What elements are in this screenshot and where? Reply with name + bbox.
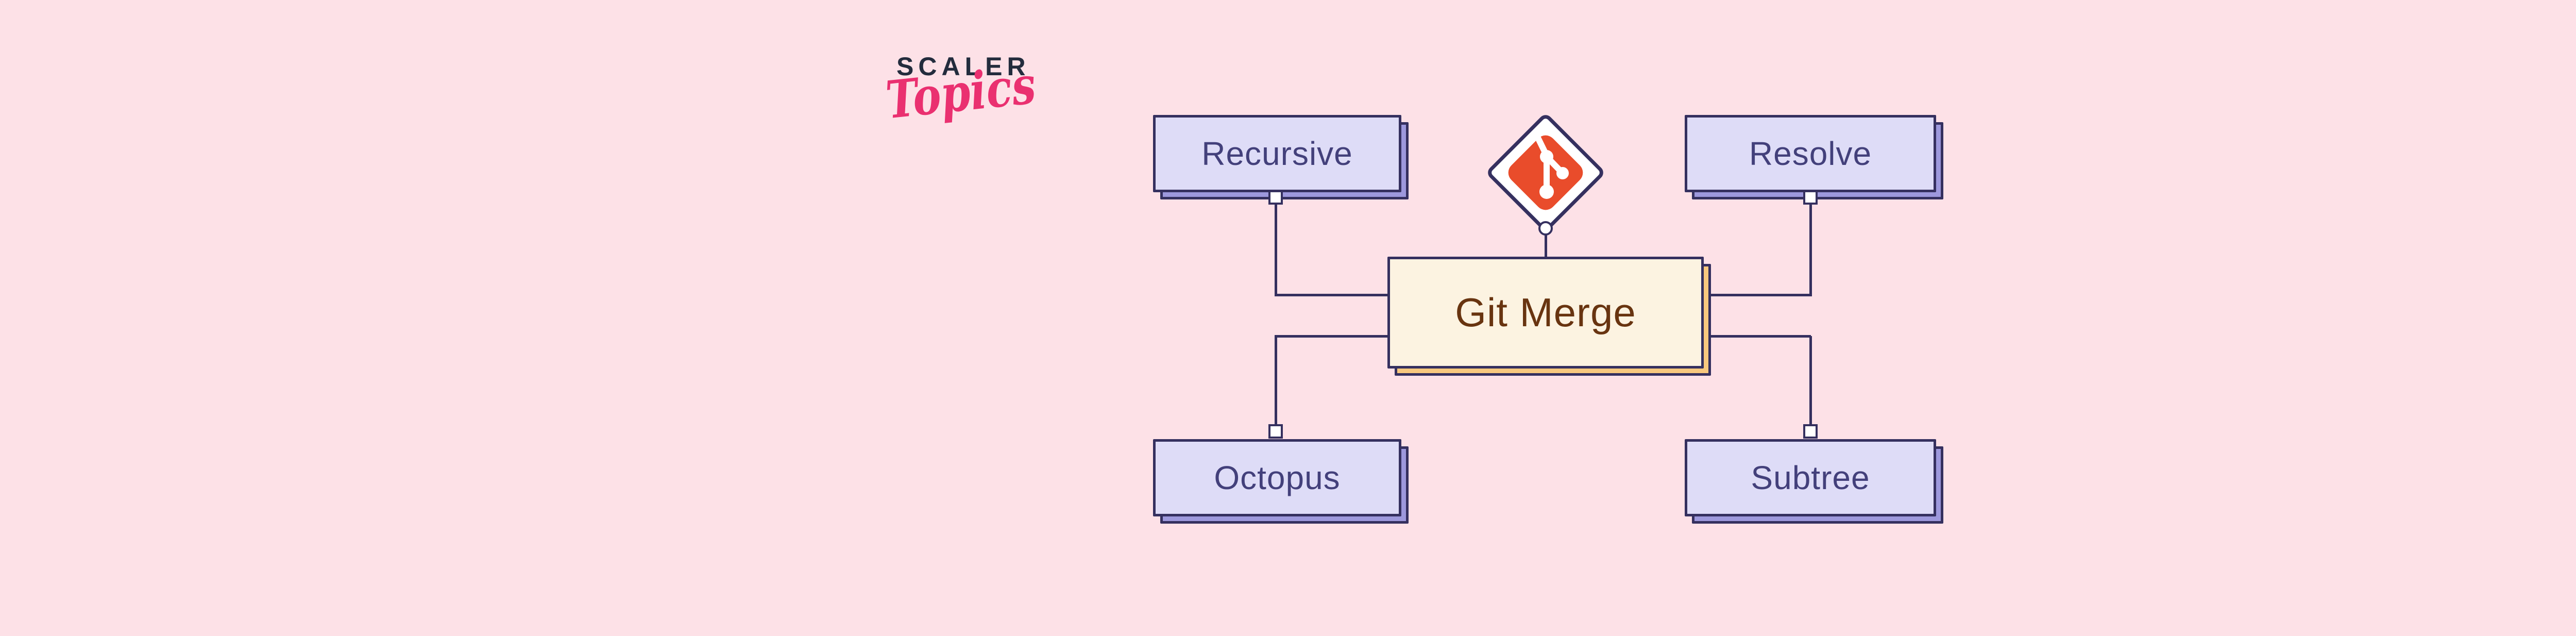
git-logo-icon [1484,111,1607,235]
node-resolve: Resolve [1685,115,1943,199]
port-resolve-bottom [1803,190,1818,205]
connector-diamond-to-title [1545,233,1547,259]
node-subtree-face: Subtree [1685,439,1936,516]
node-octopus-label: Octopus [1214,459,1341,496]
connector-subtree-horizontal [1706,335,1811,338]
port-subtree-top [1803,424,1818,439]
node-subtree-label: Subtree [1751,459,1870,496]
connector-recursive-horizontal [1275,294,1388,296]
connector-resolve-vertical [1809,204,1812,296]
port-recursive-bottom [1268,190,1283,205]
connector-octopus-horizontal [1275,335,1388,338]
git-logo-svg [1488,115,1603,230]
connector-octopus-vertical [1275,336,1277,426]
node-recursive-label: Recursive [1201,135,1353,172]
node-git-merge-face: Git Merge [1387,257,1704,369]
git-branch-glyph [1532,131,1569,199]
node-recursive: Recursive [1153,115,1409,199]
port-diamond-bottom [1538,221,1553,236]
logo-wordmark-scaler: SCALER [896,52,1030,81]
node-git-merge: Git Merge [1387,257,1711,376]
connector-resolve-horizontal [1706,294,1811,296]
node-git-merge-label: Git Merge [1455,290,1636,335]
node-recursive-face: Recursive [1153,115,1401,192]
node-octopus: Octopus [1153,439,1409,524]
connector-recursive-vertical [1275,204,1277,296]
node-subtree: Subtree [1685,439,1943,524]
node-octopus-face: Octopus [1153,439,1401,516]
scaler-topics-logo: SCALER Topics [881,49,1039,158]
port-octopus-top [1268,424,1283,439]
node-resolve-face: Resolve [1685,115,1936,192]
node-resolve-label: Resolve [1749,135,1872,172]
connector-subtree-vertical [1809,336,1812,426]
